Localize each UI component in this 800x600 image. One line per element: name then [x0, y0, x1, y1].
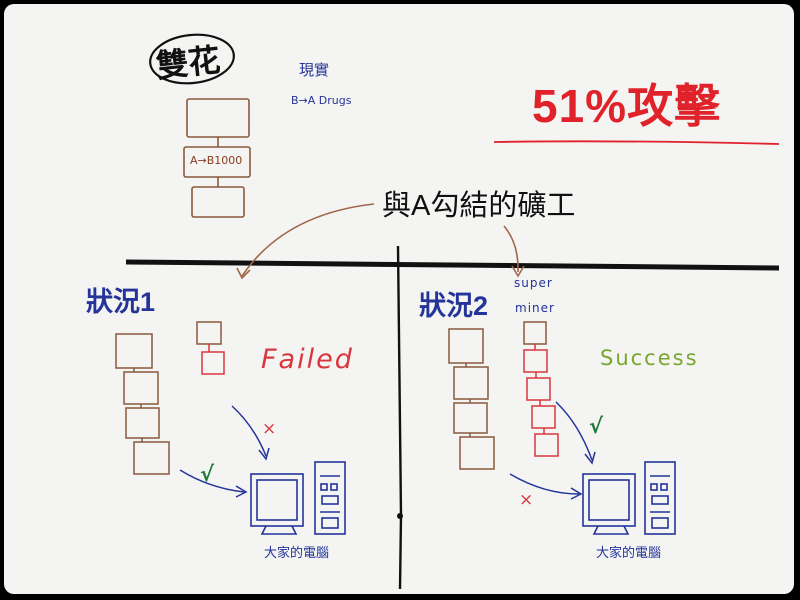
scenario2-result: Success [600, 346, 699, 370]
vertical-divider [396, 245, 403, 590]
colluding-miners-label: 與A勾結的礦工 [382, 190, 576, 222]
s2-computer [582, 461, 676, 535]
s2-honest-block-2 [453, 366, 489, 400]
s1-honest-block-1 [115, 333, 153, 369]
scenario1-arrows [179, 405, 270, 498]
diagram-drawing [115, 33, 780, 590]
arrowhead-scenario1 [236, 267, 251, 280]
arrow-to-scenario2 [503, 225, 519, 273]
scenario2-attacker-chain [523, 344, 559, 457]
scenario1-result: Failed [261, 344, 354, 375]
s2-computer-label: 大家的電腦 [596, 546, 662, 561]
reality-transaction: B→A Drugs [291, 94, 352, 107]
s1-arrow-honest [179, 469, 245, 493]
s2-fail-mark: × [519, 490, 534, 510]
s1-fail-mark: × [262, 419, 277, 439]
page-title: 51%攻擊 [532, 80, 722, 132]
scenario2-honest-chain [448, 328, 495, 470]
title-underline [493, 140, 780, 145]
s2-attacker-base-block [523, 321, 547, 345]
s1-honest-block-3 [125, 407, 160, 439]
scenario2-label: 狀況2 [419, 291, 489, 321]
s2-arrow-honest [509, 473, 580, 495]
s1-computer [250, 461, 346, 535]
scenario2-arrows [509, 401, 596, 500]
s2-attacker-block-3 [531, 405, 556, 429]
collusion-arrows [236, 203, 525, 280]
arrow-to-scenario1 [241, 203, 375, 277]
s1-check-mark: √ [200, 462, 215, 486]
s1-computer-label: 大家的電腦 [264, 546, 330, 561]
s1-attacker-block [201, 351, 225, 375]
s1-tower [314, 461, 346, 535]
s2-check-mark: √ [589, 414, 604, 438]
super-miner-line1: super [514, 276, 553, 290]
s1-monitor [250, 473, 304, 527]
double-spend-label: 雙花 [154, 41, 222, 85]
s1-honest-block-2 [123, 371, 159, 405]
s1-honest-block-4 [133, 441, 170, 475]
s2-honest-block-4 [459, 436, 495, 470]
attack-transaction: A→B1000 [190, 154, 243, 167]
s2-arrow-attacker [555, 401, 593, 461]
top-block-1 [186, 98, 250, 138]
s2-honest-block-3 [453, 402, 488, 434]
whiteboard-canvas: 雙花 現實 B→A Drugs A→B1000 51%攻擊 與A勾結的礦工 狀況… [4, 4, 794, 594]
super-miner-line2: miner [515, 301, 555, 315]
s2-honest-block-1 [448, 328, 484, 364]
top-block-2 [183, 146, 251, 178]
reality-label: 現實 [299, 61, 330, 79]
top-block-3 [191, 186, 245, 218]
horizontal-divider [125, 259, 780, 271]
scenario1-label: 狀況1 [86, 287, 156, 317]
s2-attacker-block-2 [526, 377, 551, 401]
divider-dot [397, 513, 403, 519]
top-chain [183, 98, 251, 218]
s2-tower [644, 461, 676, 535]
s2-attacker-block-4 [534, 433, 559, 457]
s2-attacker-block-1 [523, 349, 548, 373]
double-spend-oval [149, 33, 235, 85]
arrowhead-scenario2 [511, 265, 525, 278]
s1-arrow-attacker [231, 405, 267, 457]
scenario1-honest-chain [115, 333, 170, 475]
s1-attacker-base-block [196, 321, 222, 345]
s2-monitor [582, 473, 636, 527]
